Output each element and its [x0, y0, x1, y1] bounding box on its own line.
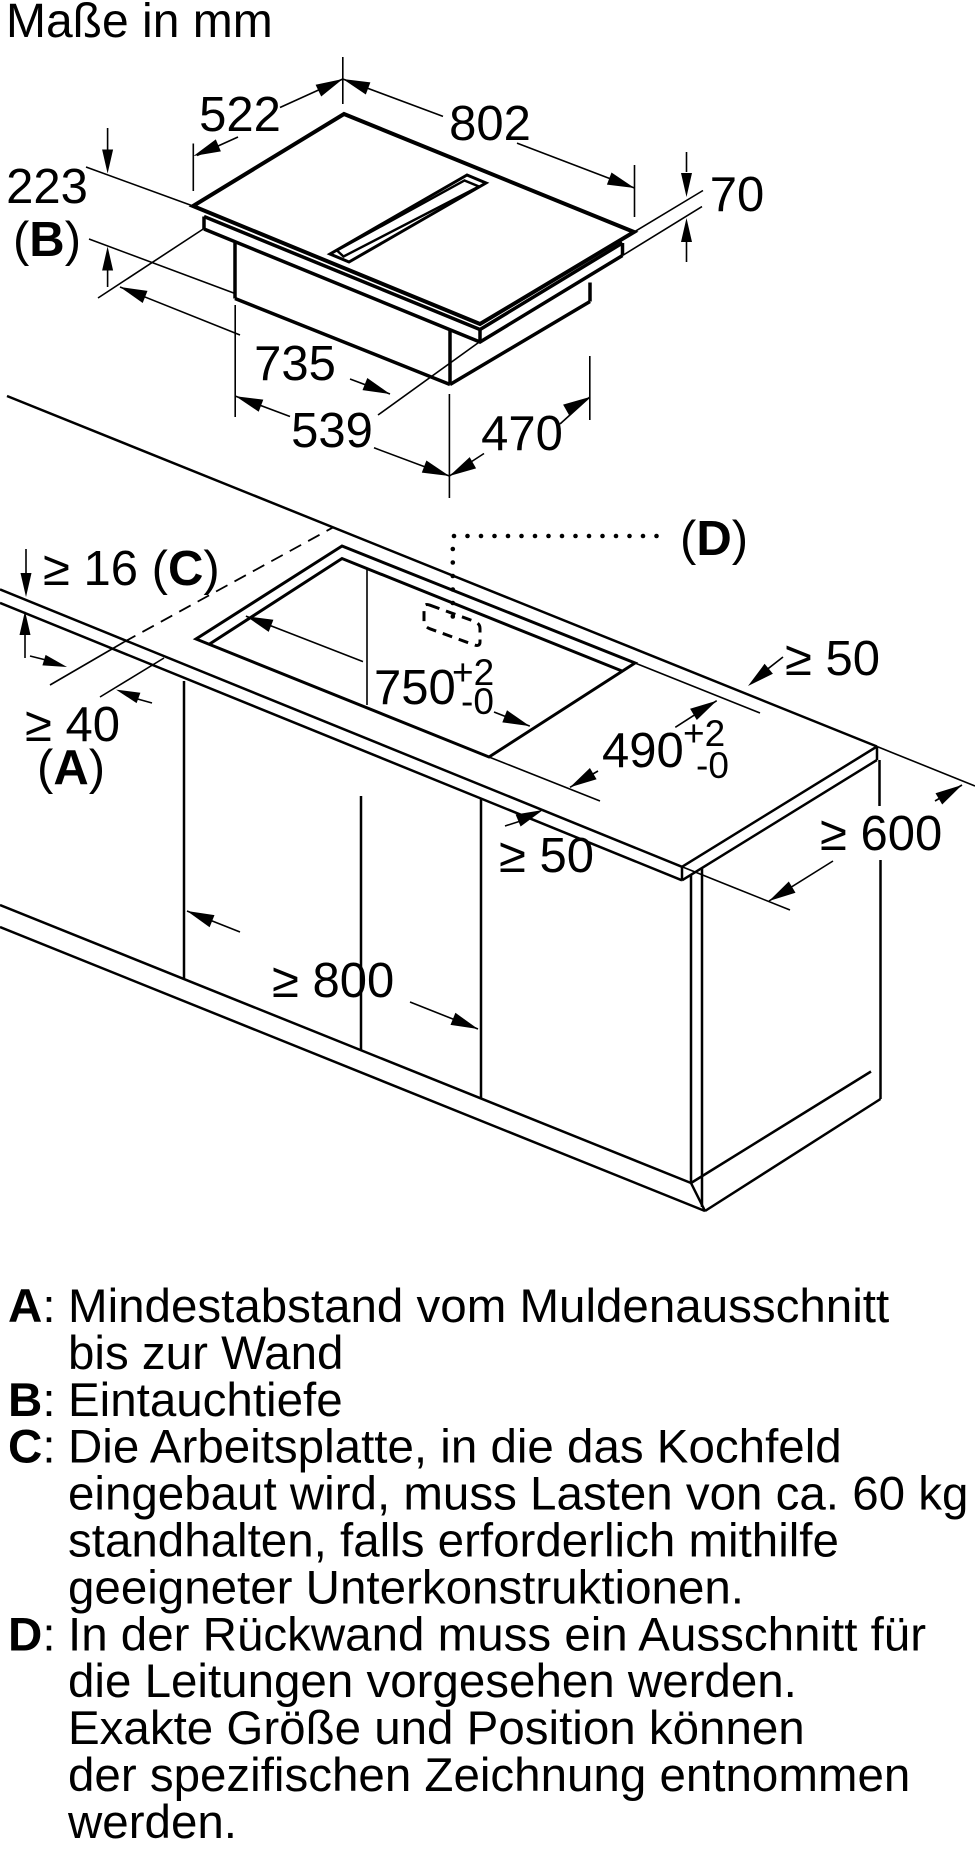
svg-text:Maße in mm: Maße in mm — [6, 0, 273, 48]
svg-text:802: 802 — [449, 97, 531, 151]
svg-text:-0: -0 — [696, 745, 729, 786]
svg-text:die Leitungen vorgesehen werde: die Leitungen vorgesehen werden. — [68, 1655, 797, 1708]
svg-text:der spezifischen Zeichnung ent: der spezifischen Zeichnung entnommen — [68, 1749, 910, 1802]
svg-text:C:: C: — [8, 1421, 56, 1474]
svg-text:70: 70 — [710, 168, 765, 222]
svg-text:≥ 16 (C): ≥ 16 (C) — [43, 542, 220, 596]
svg-text:B:: B: — [8, 1374, 56, 1427]
svg-text:D:: D: — [8, 1608, 56, 1661]
svg-text:geeigneter Unterkonstruktionen: geeigneter Unterkonstruktionen. — [68, 1561, 744, 1614]
svg-text:(A): (A) — [37, 741, 105, 795]
svg-text:≥ 600: ≥ 600 — [820, 807, 942, 861]
svg-text:+2: +2 — [452, 652, 494, 693]
svg-text:Mindestabstand vom Muldenaussc: Mindestabstand vom Muldenausschnitt — [68, 1280, 889, 1333]
svg-text:≥ 800: ≥ 800 — [272, 954, 394, 1008]
svg-text:(B): (B) — [13, 213, 81, 267]
svg-text:750: 750 — [374, 661, 456, 715]
svg-text:Die Arbeitsplatte, in die das: Die Arbeitsplatte, in die das Kochfeld — [68, 1421, 842, 1474]
svg-text:werden.: werden. — [67, 1796, 237, 1849]
svg-text:A:: A: — [8, 1280, 56, 1333]
svg-text:539: 539 — [291, 404, 373, 458]
svg-text:490: 490 — [602, 724, 684, 778]
svg-text:+2: +2 — [683, 713, 725, 754]
svg-text:522: 522 — [199, 88, 281, 142]
svg-text:≥ 50: ≥ 50 — [499, 829, 594, 883]
svg-text:735: 735 — [254, 337, 336, 391]
svg-text:≥ 50: ≥ 50 — [785, 632, 880, 686]
svg-text:-0: -0 — [461, 681, 494, 722]
svg-text:bis zur Wand: bis zur Wand — [68, 1327, 343, 1380]
svg-text:223: 223 — [6, 160, 88, 214]
svg-text:470: 470 — [481, 407, 563, 461]
svg-text:eingebaut wird, muss Lasten vo: eingebaut wird, muss Lasten von ca. 60 k… — [68, 1468, 968, 1521]
svg-text:≥ 40: ≥ 40 — [25, 698, 120, 752]
svg-text:(D): (D) — [680, 512, 748, 566]
svg-text:Eintauchtiefe: Eintauchtiefe — [68, 1374, 343, 1427]
svg-text:standhalten, falls erforderlic: standhalten, falls erforderlich mithilfe — [68, 1515, 839, 1568]
svg-text:Exakte Größe und Position könn: Exakte Größe und Position können — [68, 1702, 805, 1755]
svg-text:In der Rückwand muss ein Aussc: In der Rückwand muss ein Ausschnitt für — [68, 1608, 926, 1661]
